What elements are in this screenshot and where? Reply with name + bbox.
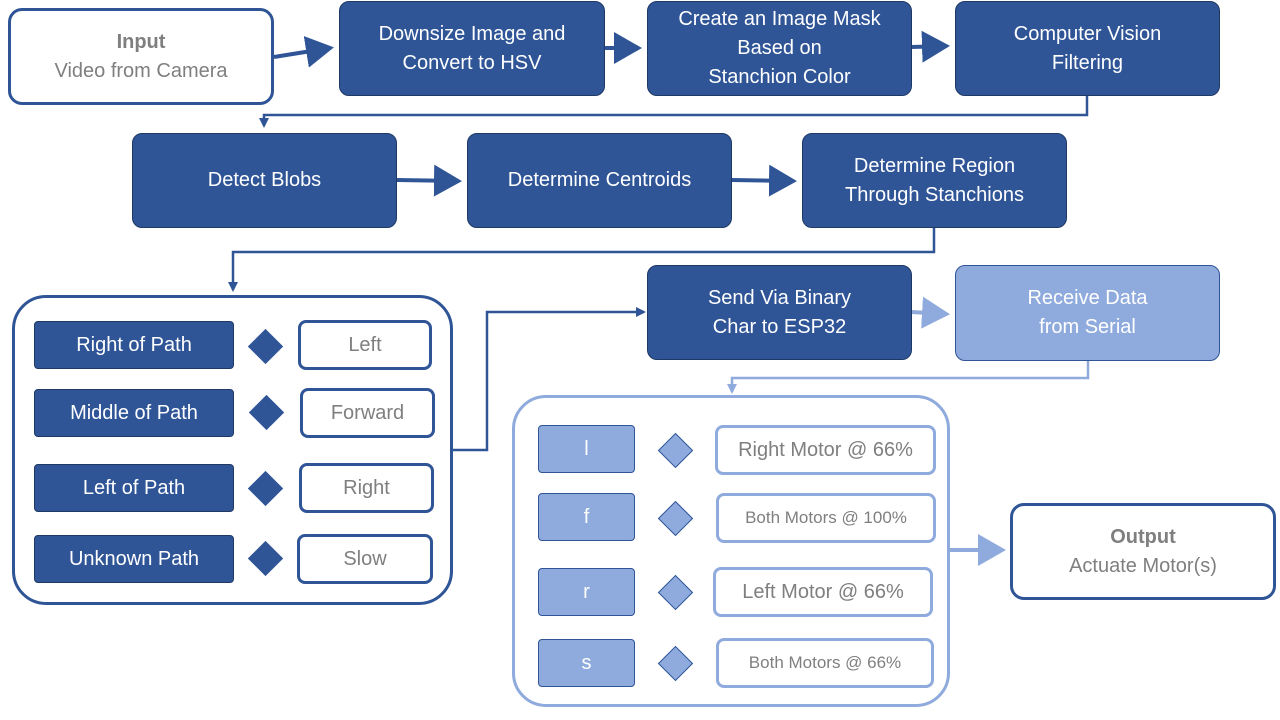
receive-line-2: from Serial — [1039, 316, 1136, 338]
send-step-box: Send Via Binary Char to ESP32 — [647, 265, 912, 360]
motor-char-label: l — [584, 437, 589, 460]
path-region-label: Unknown Path — [68, 547, 200, 570]
motor-char-f: f — [538, 493, 635, 541]
path-action-label: Right — [343, 476, 390, 499]
arrow-filter-to-blobs — [259, 96, 1089, 128]
downsize-step-box: Downsize Image and Convert to HSV — [339, 1, 605, 96]
downsize-line-2: Convert to HSV — [402, 51, 542, 74]
path-action-right: Right — [299, 463, 434, 513]
path-region-label: Left of Path — [82, 476, 186, 499]
motor-action-left-66: Left Motor @ 66% — [713, 567, 933, 617]
cv-filter-line-1: Computer Vision — [1013, 22, 1162, 45]
region-step-box: Determine Region Through Stanchions — [802, 133, 1067, 228]
path-action-forward: Forward — [300, 388, 435, 438]
motor-char-s: s — [538, 639, 635, 687]
region-line-2: Through Stanchions — [844, 183, 1024, 206]
path-region-unknown: Unknown Path — [34, 535, 234, 583]
detect-blobs-step-box: Detect Blobs — [132, 133, 397, 228]
receive-step-box: Receive Data from Serial — [955, 265, 1220, 361]
motor-action-label: Left Motor @ 66% — [742, 580, 904, 603]
arrow-receive-to-motors — [727, 361, 1090, 394]
path-region-middle: Middle of Path — [34, 389, 234, 437]
path-region-label: Right of Path — [76, 333, 192, 356]
send-line-1: Send Via Binary — [707, 286, 852, 309]
path-region-left: Left of Path — [34, 464, 234, 512]
motor-action-label: Right Motor @ 66% — [738, 438, 913, 461]
input-title: Input — [116, 30, 166, 53]
arrow-centroids-to-region — [730, 164, 797, 197]
mask-line-3: Stanchion Color — [708, 66, 851, 88]
motor-action-right-66: Right Motor @ 66% — [715, 425, 936, 475]
path-action-label: Left — [348, 333, 382, 356]
motor-action-both-66: Both Motors @ 66% — [716, 638, 934, 688]
mask-line-1: Create an Image Mask — [678, 8, 881, 30]
path-action-label: Slow — [343, 547, 387, 570]
region-line-1: Determine Region — [853, 154, 1016, 177]
downsize-line-1: Downsize Image and — [378, 22, 566, 45]
arrow-input-to-downsize — [273, 36, 334, 68]
output-title: Output — [1110, 525, 1176, 548]
input-box: Input Video from Camera — [8, 8, 274, 105]
output-box: Output Actuate Motor(s) — [1010, 503, 1276, 600]
path-action-slow: Slow — [297, 534, 433, 584]
path-action-label: Forward — [330, 401, 405, 424]
input-subtitle: Video from Camera — [54, 59, 228, 82]
path-action-left: Left — [298, 320, 432, 370]
motor-char-r: r — [538, 568, 635, 616]
centroids-step-box: Determine Centroids — [467, 133, 732, 228]
arrow-blobs-to-centroids — [396, 164, 462, 197]
motor-char-label: r — [583, 580, 590, 603]
send-line-2: Char to ESP32 — [712, 315, 847, 338]
arrow-mapping-to-send — [452, 307, 646, 452]
motor-char-label: s — [581, 651, 592, 674]
arrow-region-to-mapping — [228, 228, 936, 292]
motor-action-label: Both Motors @ 100% — [745, 508, 907, 527]
mask-line-2: Based on — [737, 37, 822, 59]
path-region-right: Right of Path — [34, 321, 234, 369]
mask-step-box: Create an Image Mask Based on Stanchion … — [647, 1, 912, 96]
motor-action-label: Both Motors @ 66% — [748, 653, 902, 672]
output-subtitle: Actuate Motor(s) — [1069, 554, 1217, 577]
arrow-mask-to-filter — [911, 30, 950, 63]
cv-filter-step-box: Computer Vision Filtering — [955, 1, 1220, 96]
cv-filter-line-2: Filtering — [1051, 51, 1124, 74]
receive-line-1: Receive Data — [1027, 287, 1148, 309]
motor-action-both-100: Both Motors @ 100% — [716, 493, 936, 543]
detect-blobs-label: Detect Blobs — [207, 169, 322, 191]
path-region-label: Middle of Path — [70, 401, 198, 424]
motor-char-l: l — [538, 425, 635, 473]
centroids-label: Determine Centroids — [507, 169, 692, 191]
arrow-send-to-receive — [910, 296, 950, 329]
motor-char-label: f — [583, 505, 590, 528]
